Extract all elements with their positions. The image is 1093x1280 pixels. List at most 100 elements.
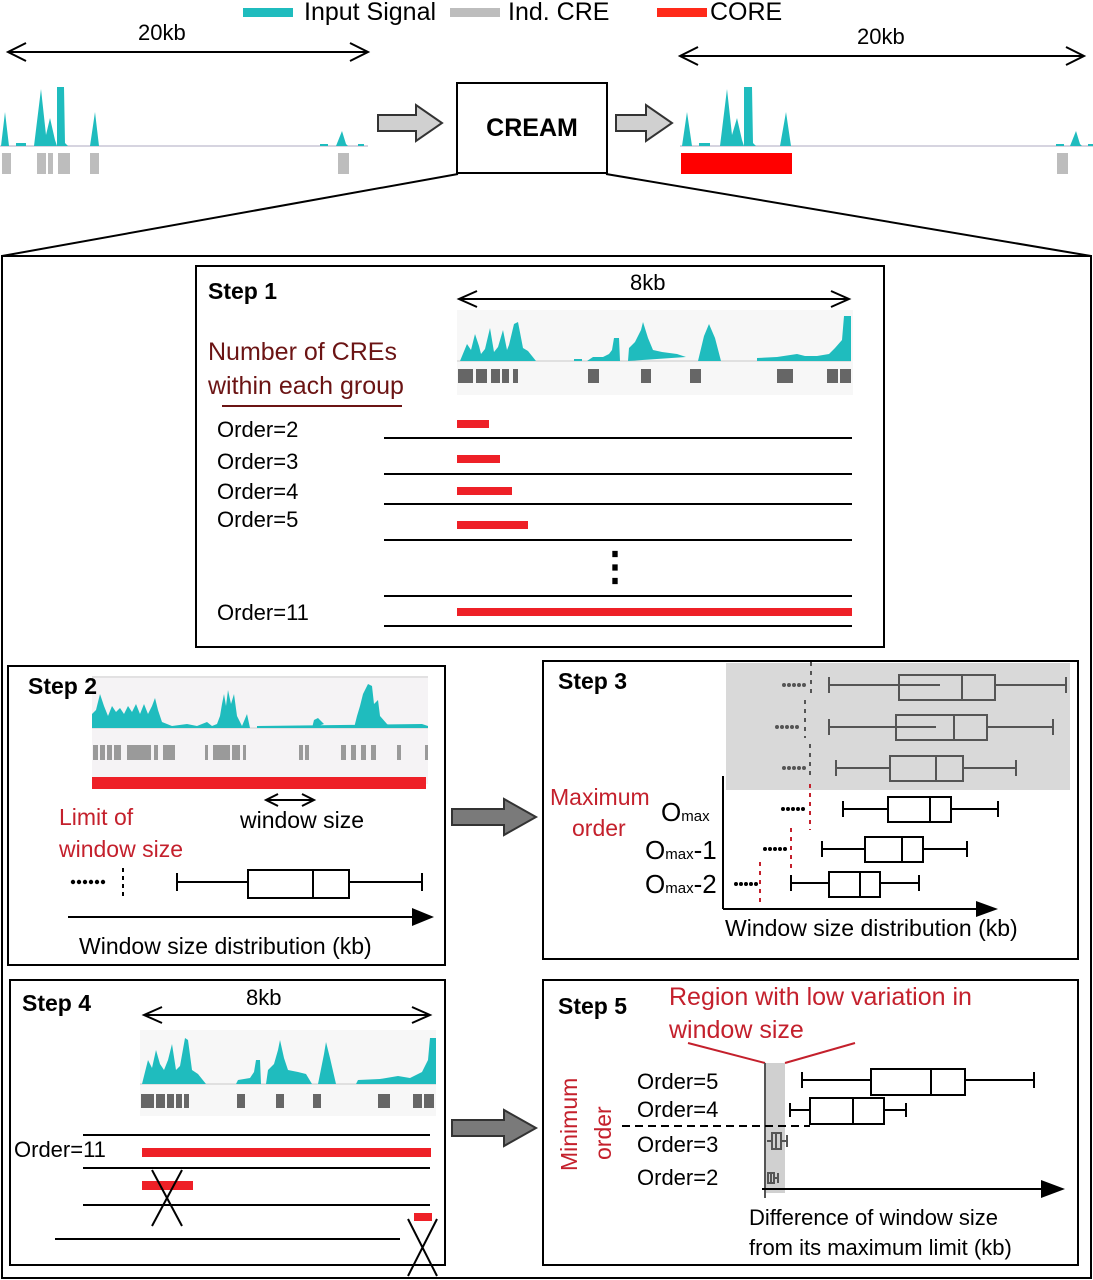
step4-title: Step 4 — [22, 990, 92, 1016]
x-axis-arrowhead — [1041, 1180, 1065, 1198]
low-variation-region — [766, 1063, 785, 1193]
boxplot-shaded-2 — [828, 714, 1054, 741]
core-bar-rejected-right — [414, 1213, 432, 1221]
cre-blocks — [141, 1094, 434, 1108]
step1-signal-track — [457, 310, 853, 395]
step1-annotation-line1: Number of CREs — [208, 338, 397, 366]
core-block — [92, 777, 426, 789]
shaded-limit-dashes — [804, 662, 812, 778]
boxplot-order-5 — [801, 1068, 1035, 1096]
step3-row-label-omax-1: Omax-1 — [645, 835, 717, 865]
signal-peaks — [92, 684, 428, 728]
step5-title: Step 5 — [558, 993, 628, 1019]
zoom-lines — [1, 173, 1092, 257]
core-bar-order-11 — [142, 1148, 431, 1157]
cre-blocks — [93, 745, 428, 760]
step4-order-label: Order=11 — [14, 1137, 106, 1162]
step1-scale-label: 8kb — [630, 270, 666, 295]
boxplot-order-3 — [767, 1132, 788, 1150]
step3-row-label-omax: Omax — [661, 797, 710, 827]
arrow-from-cream — [615, 103, 674, 143]
core-bar-rejected-left — [142, 1181, 193, 1190]
cre-blocks — [2, 153, 349, 174]
step3-max-order-line1: Maximum — [550, 784, 650, 810]
step5-axis-line1: Difference of window size — [749, 1205, 999, 1230]
step1-order-label: Order=2 — [217, 417, 299, 442]
step3-axis-label: Window size distribution (kb) — [725, 915, 1018, 941]
legend-swatch-core — [657, 8, 707, 17]
arrow-step4-to-step5 — [451, 1108, 539, 1148]
cream-box: CREAM — [456, 82, 608, 174]
step5-axis-line2: from its maximum limit (kb) — [749, 1235, 1012, 1260]
boxplot-omax-minus-2 — [790, 871, 920, 898]
reject-x-icon — [151, 1169, 183, 1227]
boxplot-order-2 — [767, 1172, 779, 1184]
step5-region-line2: window size — [669, 1016, 804, 1044]
step1-annotation-underline — [222, 405, 402, 407]
step1-order-label: Order=4 — [217, 479, 299, 504]
legend-label-input-signal: Input Signal — [304, 0, 437, 26]
step1-order-label: Order=11 — [217, 600, 309, 625]
step1-core-bar — [457, 487, 512, 495]
step2-limit-label-line2: window size — [59, 836, 183, 862]
step4-panel — [9, 979, 446, 1266]
arrow-to-cream — [377, 103, 444, 143]
cream-label: CREAM — [486, 114, 578, 142]
step2-title: Step 2 — [28, 673, 98, 699]
signal-peaks — [460, 316, 851, 361]
step1-core-bar — [457, 608, 852, 616]
core-block — [681, 153, 792, 174]
boxplot-omax — [842, 796, 999, 823]
reject-x-icon — [407, 1218, 438, 1277]
step4-scale-label: 8kb — [246, 985, 282, 1010]
step2-axis-label: Window size distribution (kb) — [79, 933, 372, 959]
detail-panel — [1, 255, 1092, 1279]
top-left-scale-label: 20kb — [138, 20, 186, 45]
x-axis-arrowhead — [976, 901, 998, 917]
step2-window-size-label: window size — [240, 807, 364, 833]
top-right-scale-arrow — [677, 46, 1087, 66]
legend-label-ind-cre: Ind. CRE — [508, 0, 610, 26]
signal-peaks — [142, 1038, 436, 1084]
step4-tracks — [55, 1134, 438, 1277]
step5-order-label: Order=3 — [637, 1132, 719, 1157]
top-left-scale-arrow — [5, 42, 371, 62]
step1-track-line — [384, 473, 852, 475]
top-right-scale-label: 20kb — [857, 24, 905, 49]
boxplot-omax-minus-1 — [821, 836, 968, 863]
step1-scale-arrow — [456, 290, 852, 308]
boxplot-order-4 — [789, 1097, 907, 1125]
step5-order-label: Order=4 — [637, 1097, 719, 1122]
step1-annotation-line2: within each group — [208, 372, 404, 400]
step5-region-line1: Region with low variation in — [669, 983, 972, 1011]
boxplot-shaded-1 — [828, 674, 1067, 701]
outlier-dots — [70, 879, 106, 885]
legend-swatch-ind-cre — [450, 8, 500, 17]
step1-ellipsis: ⋮ — [595, 545, 635, 589]
step1-core-bar — [457, 521, 528, 529]
shaded-outlier-dots — [775, 683, 806, 770]
axis-arrowhead — [412, 908, 434, 926]
outlier-dots — [734, 807, 805, 886]
top-left-signal-track — [0, 87, 368, 174]
cre-block — [1057, 153, 1068, 174]
step1-order-label: Order=3 — [217, 449, 299, 474]
step5-boxplots — [622, 1042, 1065, 1198]
step4-scale-arrow — [141, 1006, 433, 1024]
signal-peaks — [1, 87, 364, 146]
step2-signal-track — [92, 676, 428, 789]
boxplot-shaded-3 — [835, 755, 1017, 782]
step3-boxplots — [722, 662, 1067, 917]
step5-order-label: Order=2 — [637, 1165, 719, 1190]
step1-core-bar — [457, 420, 489, 428]
region-callout-lines — [687, 1042, 856, 1064]
step3-row-label-omax-2: Omax-2 — [645, 869, 717, 899]
step2-limit-label-line1: Limit of — [59, 804, 134, 830]
step3-title: Step 3 — [558, 668, 628, 694]
limit-red-dashes — [759, 784, 811, 906]
step1-track-line — [384, 539, 852, 541]
step1-title: Step 1 — [208, 278, 278, 304]
window-size-arrow — [263, 793, 317, 807]
step1-order-label: Order=5 — [217, 507, 299, 532]
step1-track-line — [384, 625, 852, 627]
